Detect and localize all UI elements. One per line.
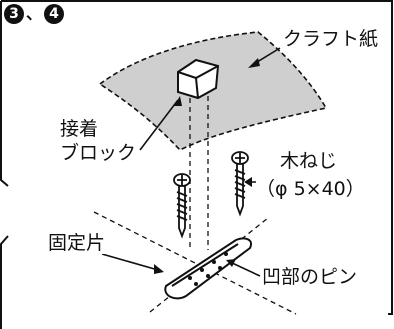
- label-fixing-piece: 固定片: [48, 232, 106, 254]
- wood-screw-right: [231, 151, 249, 217]
- fixing-piece-shape: [164, 237, 252, 300]
- adhesive-block-shape: [177, 58, 220, 100]
- arrow-heads: [154, 58, 260, 274]
- step-badges: 3 、 4: [4, 4, 65, 24]
- wood-screw-left: [173, 173, 191, 239]
- step-badge-3: 3: [4, 4, 24, 24]
- step-separator: 、: [26, 4, 43, 23]
- kraft-paper-shape: [98, 31, 328, 151]
- label-adhesive-block-1: 接着: [60, 118, 99, 140]
- label-concave-pin: 凹部のピン: [262, 266, 358, 288]
- label-adhesive-block-2: ブロック: [60, 142, 137, 164]
- label-screw-spec: （φ 5×40）: [256, 178, 365, 200]
- step-badge-4: 4: [44, 4, 65, 24]
- label-craft-paper: クラフト紙: [283, 28, 379, 50]
- label-wood-screw: 木ねじ: [280, 150, 338, 172]
